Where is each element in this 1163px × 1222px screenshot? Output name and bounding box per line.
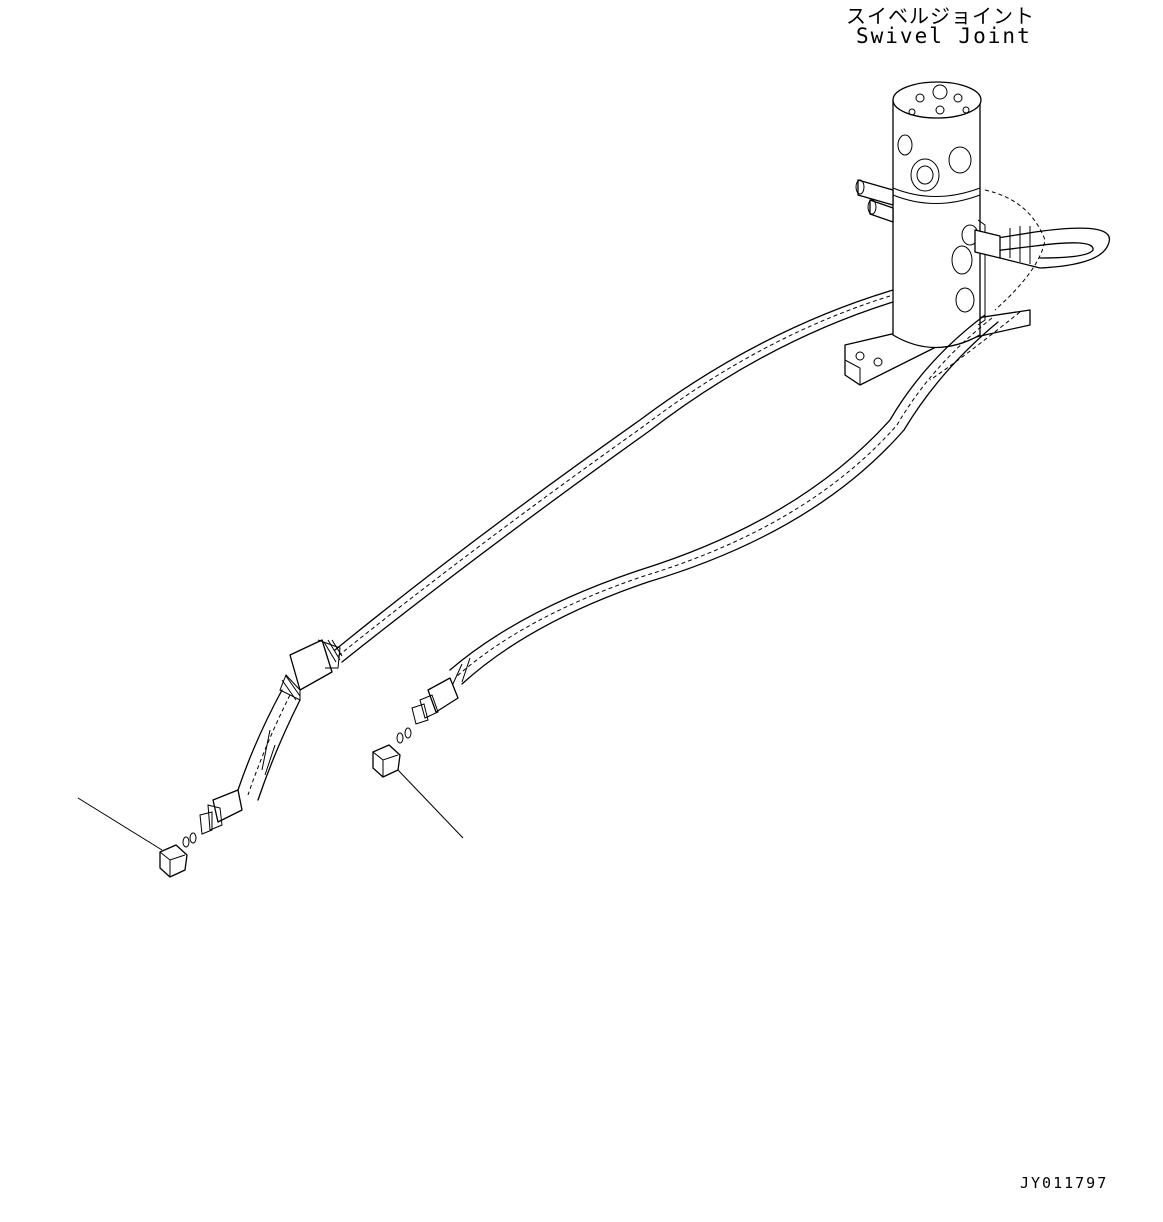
swivel-joint: [855, 81, 986, 349]
left-fitting-set: [77, 789, 243, 878]
right-fitting-set: [372, 677, 464, 839]
swivel-joint-label-english: Swivel Joint: [856, 24, 1032, 48]
upper-hose: [237, 289, 894, 801]
lower-hose: [449, 311, 1021, 687]
loop-hose: [974, 189, 1111, 311]
drawing-number: JY011797: [1020, 1174, 1109, 1192]
swivel-joint-label-japanese: スイベルジョイント: [846, 4, 1035, 28]
